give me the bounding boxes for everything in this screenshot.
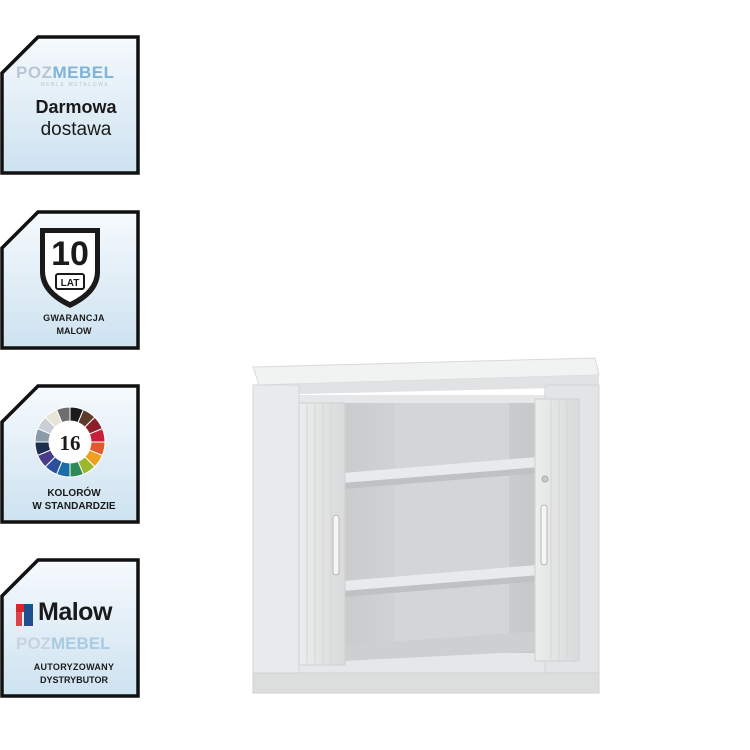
badge-title: Darmowa — [35, 97, 117, 117]
badge-frame: 16 — [0, 384, 140, 524]
badge-frame: 10 LAT — [0, 210, 140, 350]
malow-logo-icon — [16, 604, 33, 626]
badge-frame — [0, 558, 140, 698]
badge-free-delivery: POZMEBEL MEBLE METALOWE Darmowa dostawa — [0, 35, 140, 175]
badge-subtitle: dostawa — [40, 119, 112, 140]
color-count: 16 — [60, 431, 81, 455]
cabinet-product-image — [252, 357, 600, 694]
malow-brand-name: Malow — [38, 598, 112, 626]
pozmebel-logo: POZMEBEL — [16, 63, 115, 82]
warranty-unit: LAT — [61, 278, 80, 289]
badge-title: GWARANCJA — [43, 313, 105, 323]
badge-frame — [0, 35, 140, 175]
badge-subtitle: DYSTRYBUTOR — [39, 675, 108, 685]
badge-subtitle: MALOW — [56, 326, 92, 336]
badge-warranty: 10 LAT GWARANCJA MALOW — [0, 210, 140, 350]
logo-subtitle: MEBLE METALOWE — [40, 82, 110, 88]
shield-icon — [40, 228, 100, 308]
badge-authorized-dealer: Malow POZMEBEL AUTORYZOWANY DYSTRYBUTOR — [0, 558, 140, 698]
badge-subtitle: W STANDARDZIE — [32, 501, 116, 512]
badge-title: AUTORYZOWANY — [33, 662, 115, 672]
pozmebel-logo: POZMEBEL — [16, 634, 111, 653]
badge-title: KOLORÓW — [47, 488, 101, 499]
badge-colors: 16 KOLORÓW W STANDARDZIE — [0, 384, 140, 524]
warranty-years: 10 — [51, 235, 89, 273]
